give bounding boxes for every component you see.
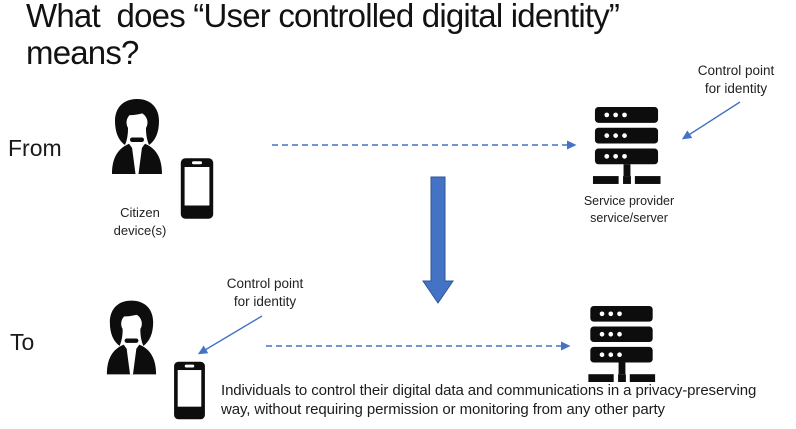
speaker-slot: [184, 364, 195, 368]
server-icon: [592, 107, 661, 184]
server-stack: [588, 306, 656, 382]
server-stack: [592, 107, 661, 184]
citizen-devices-caption: Citizen device(s): [113, 205, 167, 239]
server-icon: [588, 306, 656, 382]
woman-silhouette: [106, 300, 157, 375]
control-point-caption-top: Control point for identity: [697, 63, 775, 97]
server-leds: [599, 311, 622, 358]
thin-arrow-icon: [197, 315, 263, 355]
from-label: From: [8, 135, 62, 161]
phone-body: [174, 361, 205, 420]
woman-user-icon: [112, 99, 162, 174]
server-leds: [604, 112, 627, 159]
phone-body: [180, 158, 214, 219]
description-text: Individuals to control their digital dat…: [221, 382, 757, 419]
slide-title: What does “User controlled digital ident…: [26, 0, 620, 71]
big-down-arrow-icon: [422, 176, 454, 304]
smartphone-icon: [180, 158, 214, 219]
control-point-caption-bottom: Control point for identity: [226, 276, 304, 310]
woman-user-icon: [106, 300, 157, 375]
thin-arrow-icon: [681, 101, 741, 140]
smartphone-icon: [174, 361, 205, 420]
speaker-slot: [192, 161, 202, 165]
woman-silhouette: [112, 99, 162, 174]
service-provider-caption: Service provider service/server: [583, 194, 675, 225]
to-label: To: [10, 329, 35, 355]
